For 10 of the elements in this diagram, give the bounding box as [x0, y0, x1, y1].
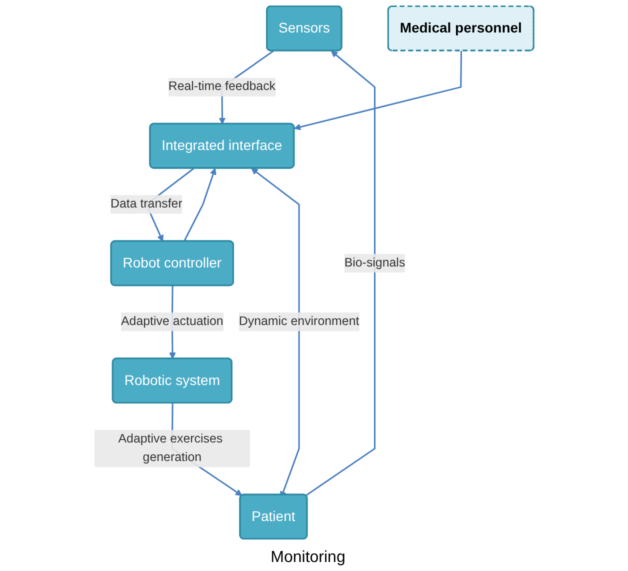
edge-label: Bio-signals	[344, 256, 406, 270]
edge-label: Dynamic environment	[238, 314, 360, 328]
arrow	[305, 50, 376, 496]
edge-label: Data transfer	[110, 197, 182, 211]
edge-label: Adaptive exercises generation	[118, 432, 223, 464]
arrow	[294, 50, 462, 130]
annotation-text: Monitoring	[270, 549, 346, 566]
arrow	[183, 168, 216, 242]
edge-label: Adaptive actuation	[120, 314, 224, 328]
edge-label: Real-time feedback	[168, 80, 276, 94]
